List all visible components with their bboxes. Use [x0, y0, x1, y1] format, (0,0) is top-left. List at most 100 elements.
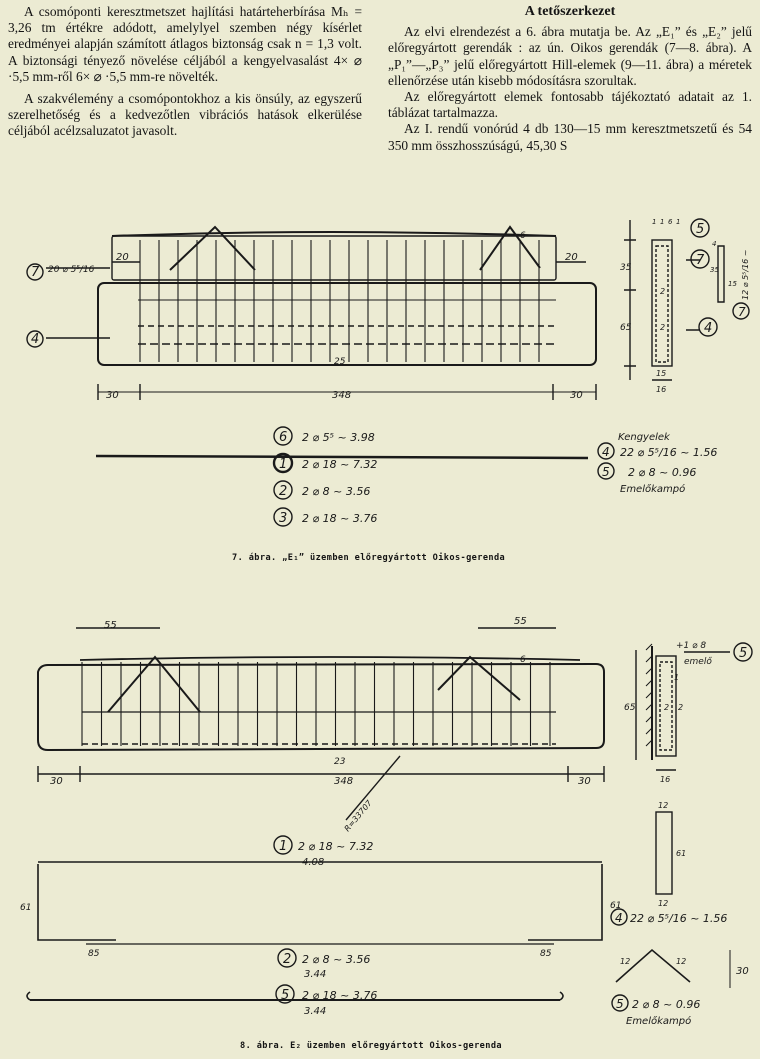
lifting-hook-right [479, 225, 541, 271]
sec8-d2b: 2 [678, 703, 683, 712]
stirrup8-shape [655, 811, 673, 895]
bar-number-circle [273, 480, 293, 500]
section8-hatch [645, 643, 653, 747]
bar-spec: 2 ⌀ 8 ~ 3.56 [302, 485, 370, 498]
beam8-top-chord [79, 656, 581, 661]
bar1-spec: 2 ⌀ 18 ~ 7.32 [298, 840, 373, 853]
sec-d11: 1 [652, 218, 656, 226]
sec8-d65: 65 [624, 703, 636, 713]
right-column: A tetőszerkezet Az elvi elrendezést a 6.… [388, 4, 752, 154]
tag-4-label: 4 [31, 332, 39, 347]
bar1-num: 1 [279, 839, 287, 854]
sec-tag5-circle [690, 218, 710, 238]
sec-d1b: 1 [676, 218, 680, 226]
f8-dim-30: 30 [50, 776, 63, 787]
sec-d15: 15 [656, 369, 666, 378]
bar2-len: 3.44 [304, 969, 326, 980]
dim-ticks [97, 384, 597, 400]
radius-label: R=33707 [343, 798, 375, 833]
bar-number: 6 [279, 430, 287, 445]
sec8-d16: 16 [660, 775, 670, 784]
hook8-num: 5 [616, 997, 624, 1011]
sec-d1: 1 [660, 218, 664, 226]
bar-spec: 2 ⌀ 18 ~ 7.32 [302, 458, 377, 471]
dim-85-left: 85 [88, 949, 100, 959]
section-stirrup [655, 245, 669, 363]
sec-tag4-circle [698, 317, 718, 337]
bar1-len: 4.08 [302, 857, 324, 868]
bar2-spec: 2 ⌀ 8 ~ 3.56 [302, 953, 370, 966]
bar-6-drawing [95, 454, 589, 460]
tag-7-circle [26, 263, 44, 281]
stirrup5-spec: 2 ⌀ 8 ~ 0.96 [628, 466, 696, 479]
stirrup8-d12b: 12 [658, 899, 668, 908]
figure-7: 7 20 ⌀ 5⁵/16 4 20 20 6 25 30 348 30 5 7 … [26, 218, 750, 527]
bar-spec: 2 ⌀ 18 ~ 3.76 [302, 512, 377, 525]
cross-section-7 [624, 220, 725, 381]
sec-tag7-circle [690, 249, 710, 269]
sec-d2a: 2 [660, 287, 665, 296]
figure-7-caption: 7. ábra. „E₁” üzemben előregyártott Oiko… [232, 553, 506, 563]
section8-stirrup [659, 661, 673, 751]
bar5-num: 5 [281, 988, 289, 1003]
sec8-emelo: emelő [684, 657, 712, 667]
beam-body [97, 282, 597, 366]
bar-number: 2 [279, 484, 287, 499]
beam8-hook-left [107, 655, 201, 713]
stirrup5-circle [597, 462, 615, 480]
hook8-d12b: 12 [676, 957, 686, 966]
strip-tag-circle [732, 302, 750, 320]
strip-15: 15 [728, 280, 737, 288]
bar5-hooks [26, 991, 564, 1001]
sec8-tag5: 5 [739, 646, 747, 661]
strip-drawing [717, 245, 725, 303]
bars8-drawings [26, 861, 603, 1001]
stirrup8-spec: 22 ⌀ 5⁵/16 ~ 1.56 [630, 912, 727, 925]
strip-35: 35 [710, 266, 719, 274]
bar5-circle [275, 984, 295, 1004]
dim-20-right: 20 [565, 252, 578, 263]
section-leaders [686, 259, 700, 331]
kengyelek-label: Kengyelek [618, 432, 671, 443]
beam8-stirrups [81, 662, 551, 746]
hook8-shape [615, 948, 691, 983]
tag-4-circle [26, 330, 44, 348]
left-paragraph-1: A csomóponti keresztmetszet hajlítási ha… [8, 4, 362, 84]
sec-d2b: 2 [660, 323, 665, 332]
left-note: 20 ⌀ 5⁵/16 [48, 265, 95, 275]
right-paragraph-3: Az I. rendű vonórúd 4 db 130—15 mm keres… [388, 121, 752, 153]
sec8-note: +1 ⌀ 8 [676, 641, 706, 651]
right-paragraph-2: Az előregyártott elemek fontosabb tájéko… [388, 89, 752, 121]
section8-outline [655, 655, 677, 757]
beam-top-frame [111, 235, 557, 281]
section-outline [651, 239, 673, 367]
f8-dim-55-left: 55 [104, 620, 117, 631]
hook8-spec: 2 ⌀ 8 ~ 0.96 [632, 998, 700, 1011]
dim-6: 6 [520, 231, 526, 241]
bar-number-circle [272, 452, 294, 474]
bar5-len: 3.44 [304, 1006, 326, 1017]
stirrup8-d12a: 12 [658, 801, 668, 810]
f8-dim-23: 23 [334, 757, 346, 767]
bar-number-circle [273, 507, 293, 527]
sec8-tag5-circle [733, 642, 753, 662]
strip-4: 4 [712, 240, 716, 248]
bar5-spec: 2 ⌀ 18 ~ 3.76 [302, 989, 377, 1002]
sec-tag7: 7 [696, 253, 705, 268]
left-paragraph-2: A szakvélemény a csomópontokhoz a kis ön… [8, 91, 362, 139]
stirrup8-num: 4 [615, 911, 623, 925]
dim-30-right: 30 [570, 390, 583, 401]
cross-section-8 [635, 643, 730, 771]
dim-61-left: 61 [20, 903, 31, 913]
section-dims [624, 220, 636, 380]
strip-tag: 7 [738, 305, 746, 319]
hook8-d12a: 12 [620, 957, 630, 966]
sec-tag5: 5 [696, 222, 704, 237]
section-title: A tetőszerkezet [524, 4, 616, 19]
dim-61-right: 61 [610, 901, 621, 911]
lifting-hook-left [169, 225, 256, 271]
beam8-dim-ticks [37, 766, 605, 782]
strip-label: 12 ⌀ 5⁵/16 ~ [741, 250, 750, 301]
